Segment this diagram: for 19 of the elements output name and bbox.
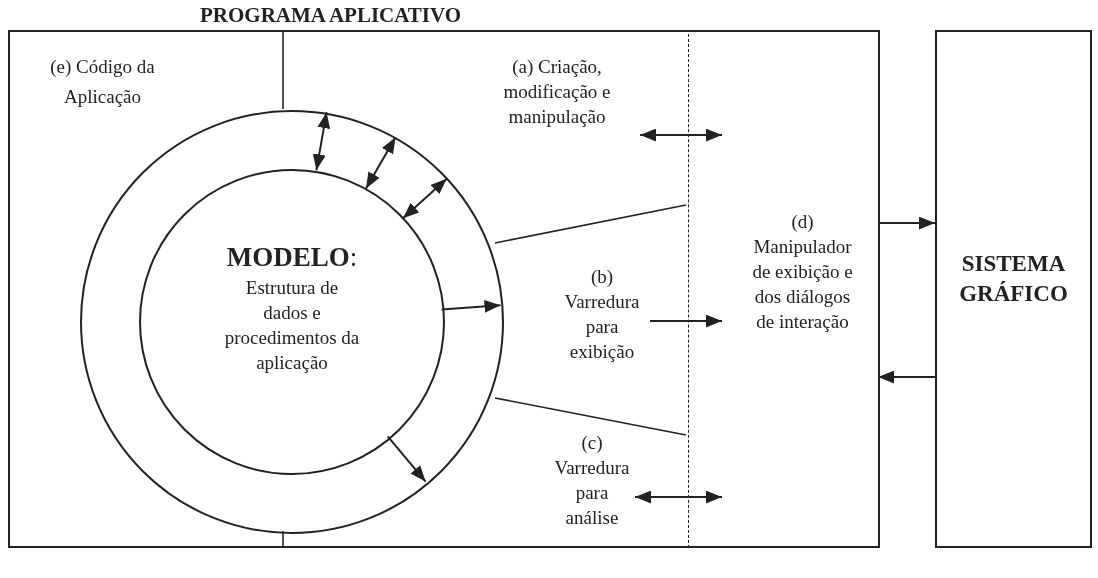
region-label: (c) Varredura para análise [547, 430, 637, 538]
double-arrow [365, 136, 397, 190]
region-label: (a) Criação, modificação e manipulação [472, 54, 642, 144]
arrow [649, 314, 723, 328]
model-description: Estrutura de dados e procedimentos da aplicação [224, 276, 360, 375]
frame-heading: PROGRAMA APLICATIVO [200, 3, 462, 28]
arrow [877, 216, 936, 230]
arrow [877, 370, 936, 384]
model-heading: MODELO: [226, 241, 358, 274]
arrow [386, 435, 427, 483]
display-region: (d) Manipulador de exibição e dos diálogos de interação [688, 34, 880, 548]
double-arrow [639, 128, 723, 142]
system-box [935, 30, 1092, 548]
box-title: SISTEMA GRÁFICO [958, 250, 1069, 308]
region-label: (b) Varredura para exibição [552, 264, 652, 368]
ring-label: (e) Código da Aplicação [49, 55, 156, 109]
double-arrow [312, 111, 331, 172]
double-arrow [402, 177, 448, 220]
double-arrow [634, 490, 723, 504]
